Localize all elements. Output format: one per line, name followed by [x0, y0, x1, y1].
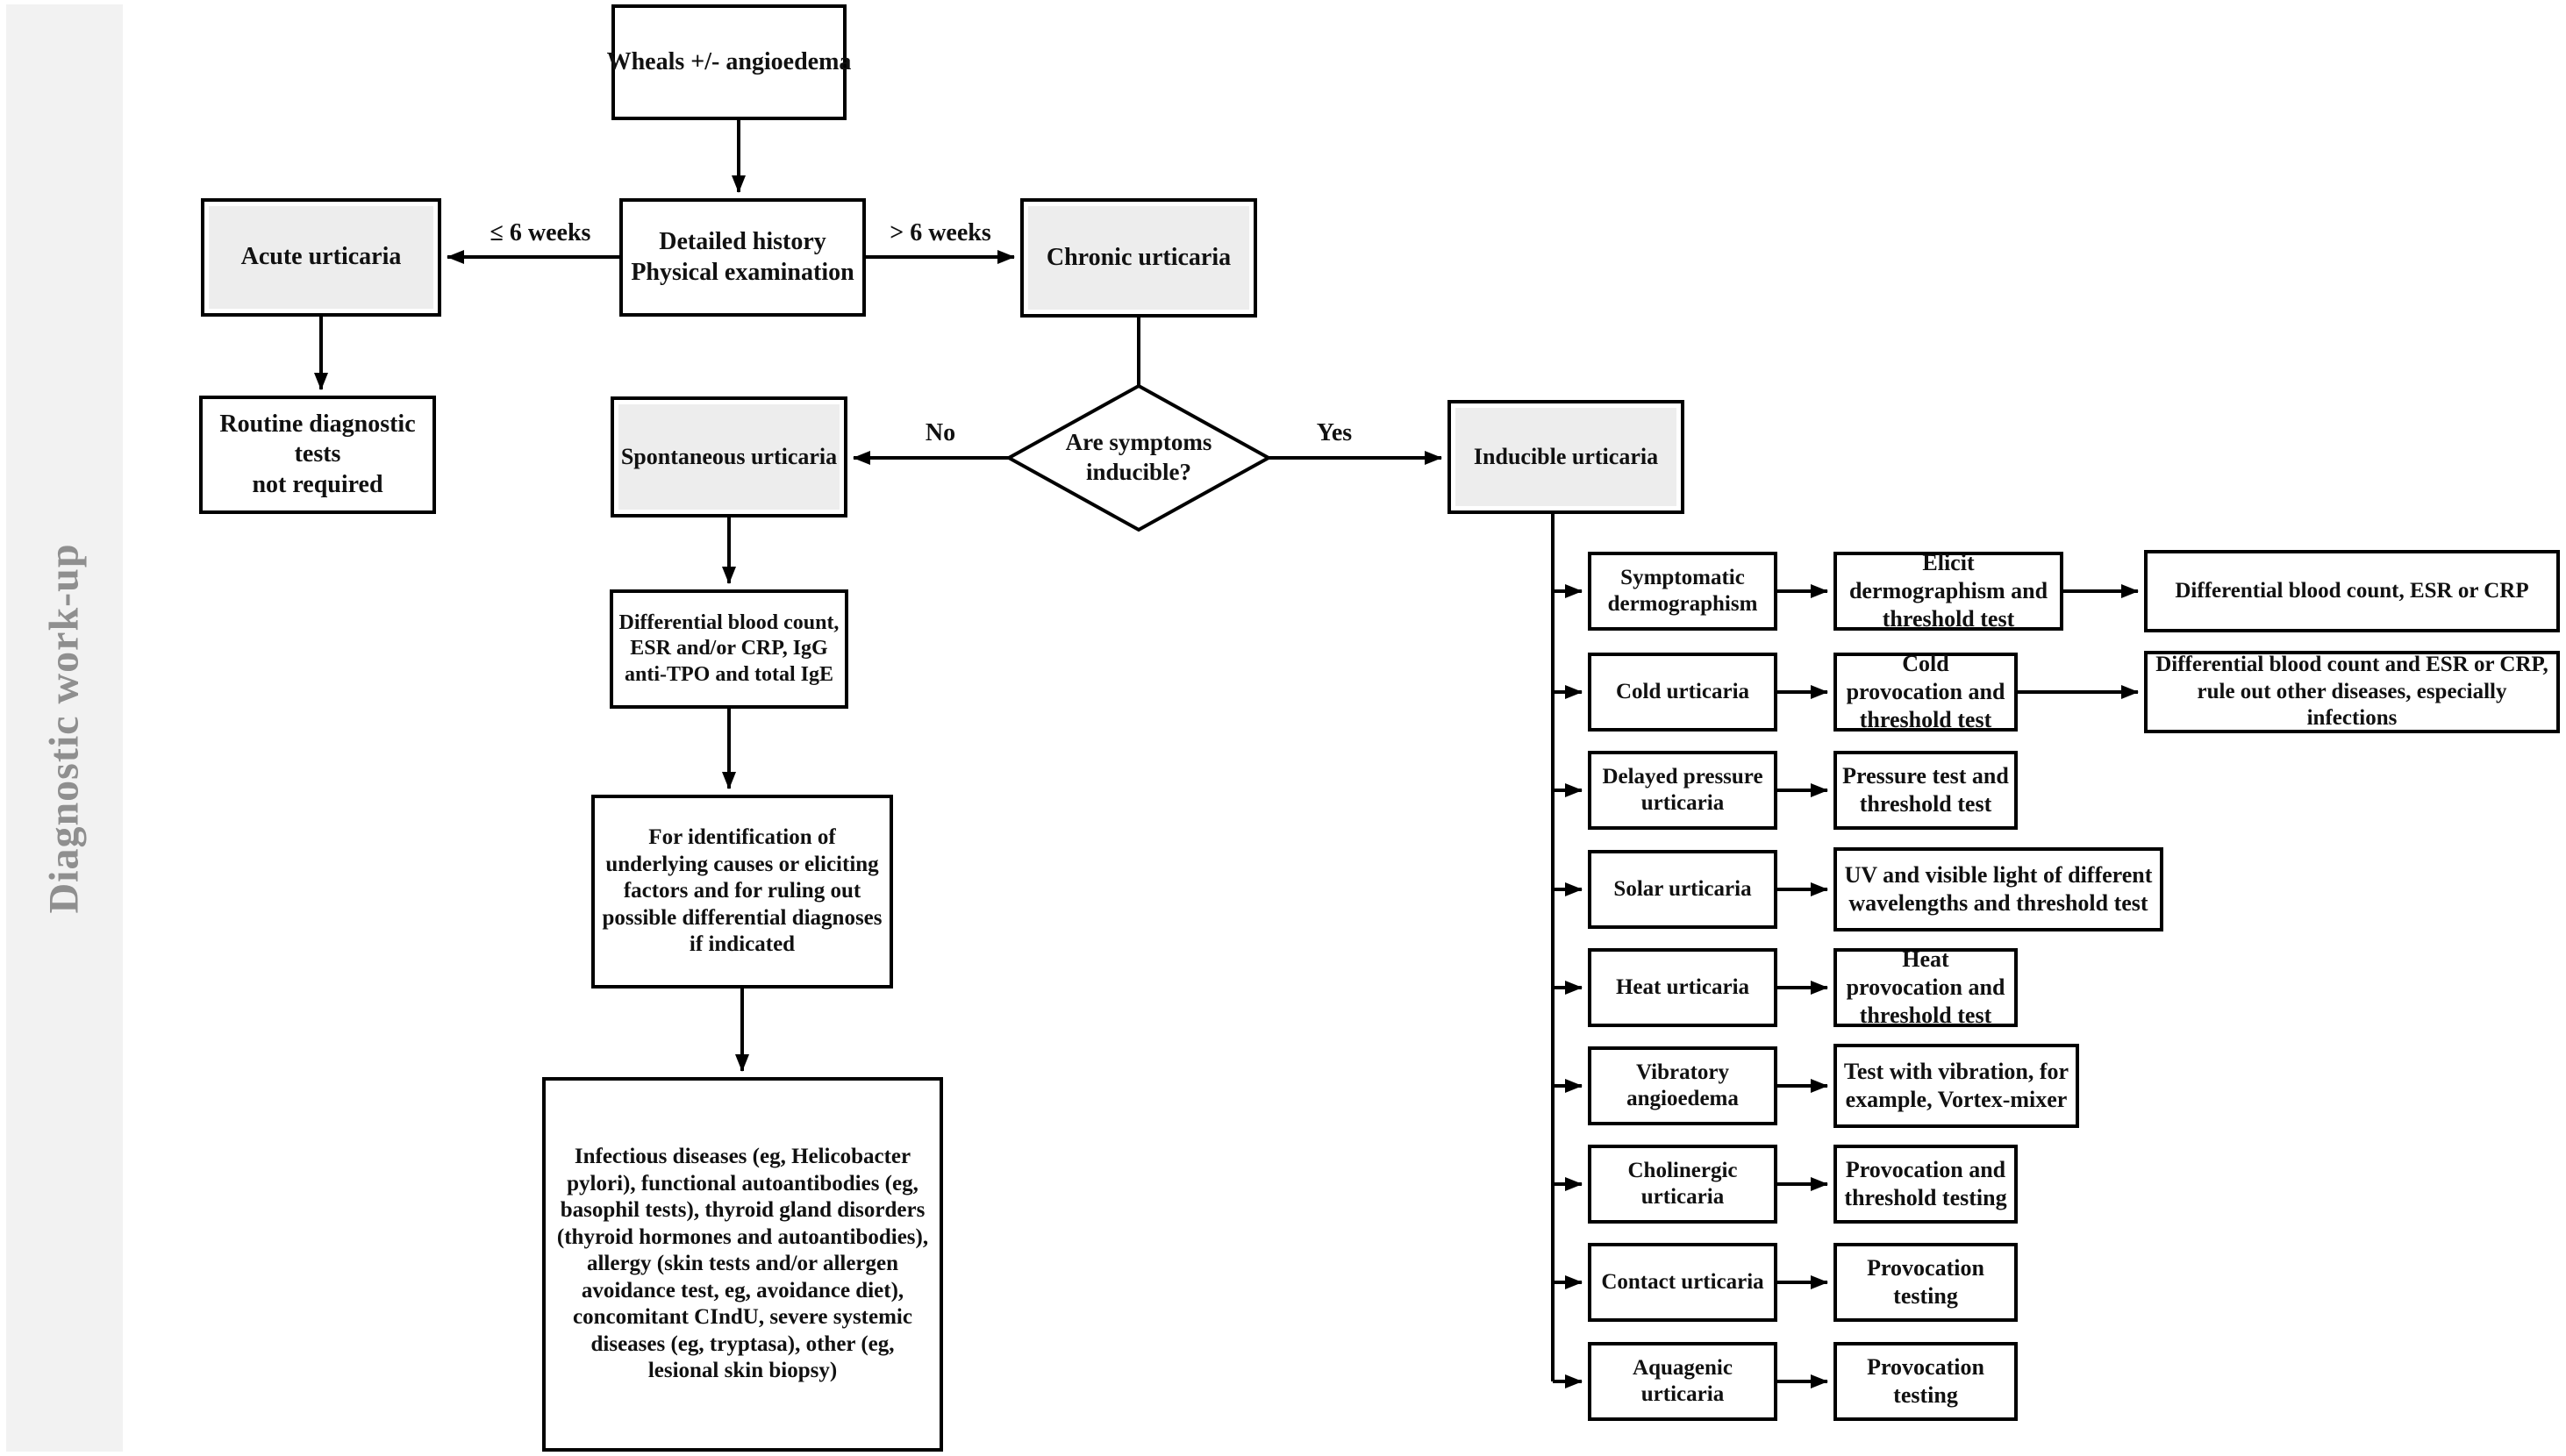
- node-condition-solar-urticaria: Solar urticaria: [1588, 850, 1777, 929]
- node-acute-urticaria: Acute urticaria: [201, 198, 441, 317]
- node-test-cold-provocation: Cold provocation and threshold test: [1833, 651, 2018, 732]
- node-condition-cold-urticaria: Cold urticaria: [1588, 653, 1777, 732]
- node-condition-contact-urticaria: Contact urticaria: [1588, 1243, 1777, 1322]
- node-test-pressure: Pressure test and threshold test: [1833, 751, 2018, 830]
- node-test-provocation-threshold: Provocation and threshold testing: [1833, 1145, 2018, 1224]
- node-routine-tests: Routine diagnostic tests not required: [199, 396, 436, 514]
- node-followup-dermographism: Differential blood count, ESR or CRP: [2144, 550, 2560, 632]
- decision-diamond-shape: [1004, 383, 1273, 532]
- node-condition-delayed-pressure: Delayed pressure urticaria: [1588, 751, 1777, 830]
- node-extended-workup: Infectious diseases (eg, Helicobacter py…: [542, 1077, 943, 1452]
- node-condition-vibratory-angioedema: Vibratory angioedema: [1588, 1046, 1777, 1125]
- edge-label-no: No: [925, 419, 956, 446]
- edge-label-gt-6-weeks: > 6 weeks: [890, 219, 991, 246]
- node-inducible-urticaria: Inducible urticaria: [1447, 400, 1684, 514]
- edge-label-yes: Yes: [1316, 419, 1353, 446]
- sidebar-band: Diagnostic work-up: [6, 4, 123, 1452]
- node-test-heat-provocation: Heat provocation and threshold test: [1833, 946, 2018, 1028]
- node-bloodwork: Differential blood count, ESR and/or CRP…: [610, 589, 848, 709]
- node-followup-cold-urticaria: Differential blood count and ESR or CRP,…: [2144, 651, 2560, 733]
- node-identification: For identification of underlying causes …: [591, 795, 893, 989]
- edge-label-lte-6-weeks: ≤ 6 weeks: [490, 219, 591, 246]
- node-test-provocation-aquagenic: Provocation testing: [1833, 1342, 2018, 1421]
- node-test-elicit-dermographism: Elicit dermographism and threshold test: [1833, 550, 2063, 632]
- node-test-uv-light: UV and visible light of different wavele…: [1833, 847, 2163, 931]
- node-condition-cholinergic-urticaria: Cholinergic urticaria: [1588, 1145, 1777, 1224]
- node-detailed-history: Detailed history Physical examination: [619, 198, 866, 317]
- node-test-vibration: Test with vibration, for example, Vortex…: [1833, 1044, 2079, 1128]
- decision-label: Are symptoms inducible?: [1065, 429, 1212, 485]
- node-spontaneous-urticaria: Spontaneous urticaria: [611, 396, 847, 517]
- node-condition-symptomatic-dermographism: Symptomatic dermographism: [1588, 552, 1777, 631]
- node-test-provocation-contact: Provocation testing: [1833, 1243, 2018, 1322]
- node-condition-aquagenic-urticaria: Aquagenic urticaria: [1588, 1342, 1777, 1421]
- node-chronic-urticaria: Chronic urticaria: [1020, 198, 1257, 318]
- node-condition-heat-urticaria: Heat urticaria: [1588, 948, 1777, 1027]
- node-wheals: Wheals +/- angioedema: [607, 4, 851, 120]
